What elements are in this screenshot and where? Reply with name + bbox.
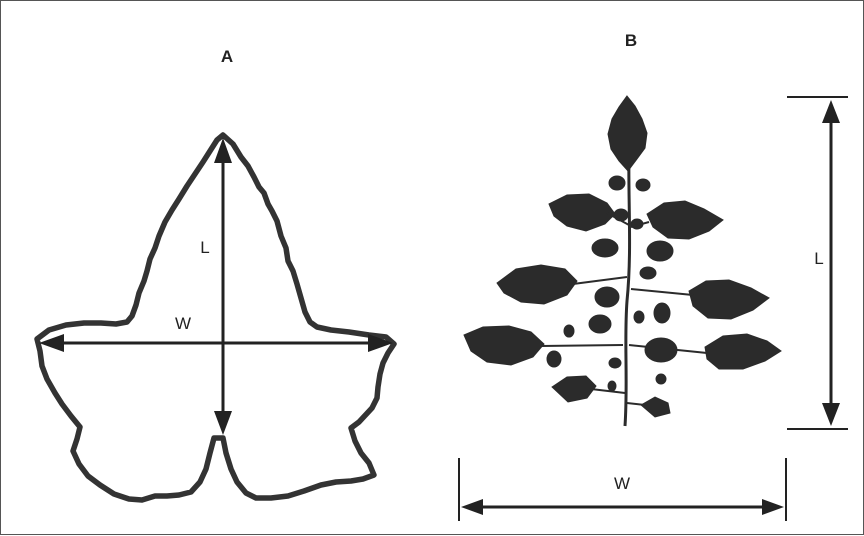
- width-label-a: W: [175, 314, 191, 333]
- panel-b-label: B: [625, 31, 637, 50]
- length-arrowhead-top-b: [822, 100, 840, 123]
- panel-a: A L W: [34, 47, 397, 503]
- length-label-b: L: [814, 249, 823, 268]
- width-arrowhead-right-a: [368, 334, 393, 352]
- width-arrowhead-right-b: [762, 499, 784, 515]
- panel-a-label: A: [221, 47, 233, 66]
- length-label-a: L: [200, 238, 209, 257]
- width-label-b: W: [614, 474, 630, 493]
- compound-leaf-b: [463, 95, 782, 427]
- leaf-outline-a: [34, 132, 397, 503]
- panel-b: B: [458, 31, 848, 521]
- length-arrowhead-bottom-b: [822, 403, 840, 426]
- width-arrowhead-left-b: [461, 499, 483, 515]
- width-arrowhead-left-a: [39, 334, 64, 352]
- length-arrowhead-bottom-a: [214, 411, 232, 435]
- length-arrowhead-top-a: [214, 138, 232, 163]
